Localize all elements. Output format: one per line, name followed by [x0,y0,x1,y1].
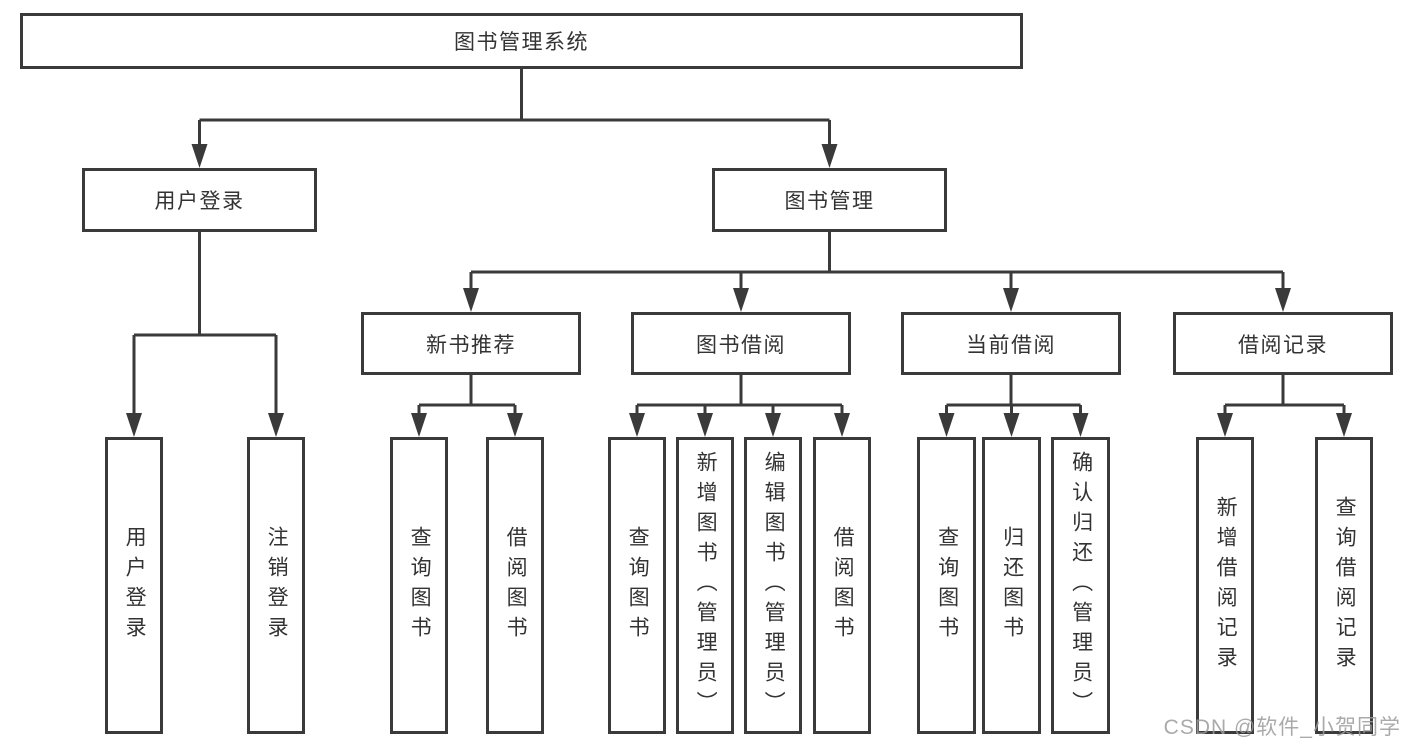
node-book-management-label: 图书管理 [784,190,875,213]
leaf-borrow-books-a-label: 借阅图书 [504,525,528,646]
arrowhead-icon [411,413,427,437]
csdn-watermark: CSDN @软件_小贺同学 [1163,716,1401,739]
arrowhead-icon [463,288,479,312]
leaf-query-books-b-label: 查询图书 [626,525,650,646]
leaf-logout-label: 注销登录 [265,525,289,646]
node-borrow-records-label: 借阅记录 [1238,333,1328,357]
arrowhead-icon [191,144,208,168]
leaf-borrow-books-b: 借阅图书 [813,437,871,734]
leaf-borrow-books-b-label: 借阅图书 [831,525,855,646]
connector-book-borrow-to-leaves [635,375,844,421]
leaf-query-books-a-label: 查询图书 [408,525,432,646]
leaf-return-books: 归还图书 [982,437,1041,734]
arrowhead-icon [733,288,749,312]
arrowhead-icon [1217,413,1233,437]
leaf-add-record: 新增借阅记录 [1196,437,1254,734]
node-root: 图书管理系统 [20,13,1023,69]
leaf-borrow-books-a: 借阅图书 [486,437,544,734]
leaf-edit-books: 编辑图书（管理员） [744,437,802,734]
leaf-user-login: 用户登录 [105,437,163,734]
node-user-login-label: 用户登录 [154,190,245,213]
node-new-book-rec-label: 新书推荐 [426,333,516,357]
node-borrow-records: 借阅记录 [1173,312,1393,375]
node-user-login: 用户登录 [82,168,317,232]
arrowhead-icon [938,413,955,437]
leaf-query-record-label: 查询借阅记录 [1333,495,1357,676]
node-current-borrow-label: 当前借阅 [966,333,1056,357]
leaf-add-books: 新增图书（管理员） [676,437,734,734]
arrowhead-icon [1003,288,1019,312]
arrowhead-icon [268,413,284,437]
leaf-query-books-c: 查询图书 [917,437,976,734]
arrowhead-icon [834,413,850,437]
connector-book-management-to-level3 [469,232,1285,296]
arrowhead-icon [1336,413,1352,437]
arrowhead-icon [126,413,142,437]
arrowhead-icon [765,413,781,437]
leaf-add-books-label: 新增图书（管理员） [694,450,718,721]
node-root-label: 图书管理系统 [454,31,589,54]
arrowhead-icon [1275,288,1291,312]
arrowhead-icon [821,144,838,168]
leaf-confirm-return-label: 确认归还（管理员） [1069,450,1093,721]
leaf-user-login-label: 用户登录 [123,525,147,646]
node-book-borrow-label: 图书借阅 [696,333,786,357]
node-new-book-rec: 新书推荐 [361,312,581,375]
node-book-borrow: 图书借阅 [631,312,851,375]
arrowhead-icon [507,413,523,437]
leaf-edit-books-label: 编辑图书（管理员） [762,450,786,721]
arrowhead-icon [1072,413,1089,437]
arrowhead-icon [1003,413,1020,437]
arrowheads [126,144,1352,437]
leaf-logout: 注销登录 [247,437,305,734]
leaf-query-books-a: 查询图书 [390,437,448,734]
connector-borrow-records-to-leaves [1223,375,1346,421]
leaf-query-record: 查询借阅记录 [1315,437,1373,734]
node-book-management: 图书管理 [712,168,947,232]
node-current-borrow: 当前借阅 [901,312,1121,375]
leaf-query-books-b: 查询图书 [608,437,666,734]
leaf-add-record-label: 新增借阅记录 [1214,495,1238,676]
arrowhead-icon [629,413,645,437]
leaf-confirm-return: 确认归还（管理员） [1051,437,1110,734]
arrowhead-icon [697,413,713,437]
leaf-return-books-label: 归还图书 [1000,525,1024,646]
connector-new-book-rec-to-leaves [417,375,517,421]
connector-user-login-to-leaves [132,232,278,420]
leaf-query-books-c-label: 查询图书 [935,525,959,646]
connector-root-to-level2 [198,69,831,152]
